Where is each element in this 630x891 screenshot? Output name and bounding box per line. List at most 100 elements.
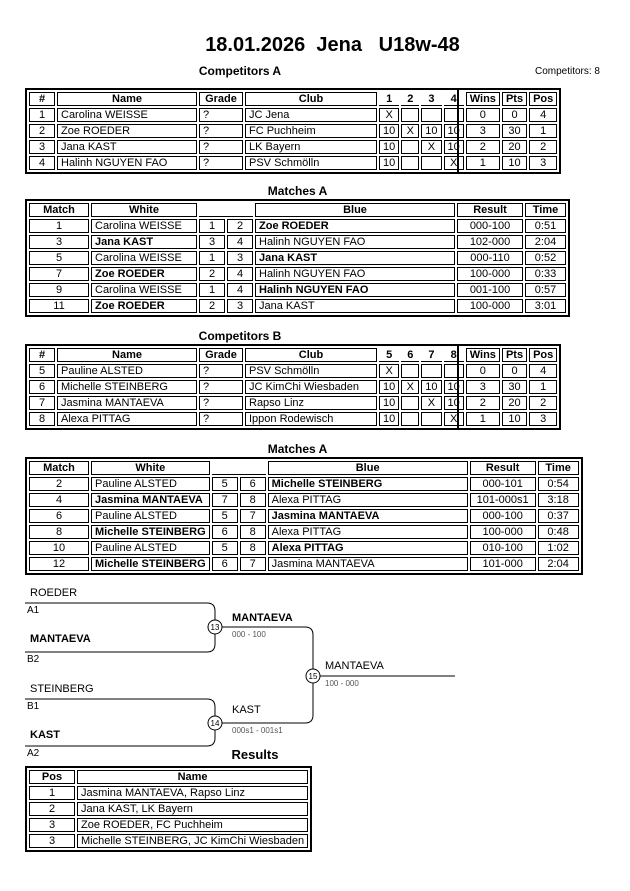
score-cell: 10 bbox=[421, 380, 442, 394]
match-row: 9 Carolina WEISSE 1 4 Halinh NGUYEN FAO … bbox=[29, 283, 566, 297]
result-cell: 100-000 bbox=[469, 525, 536, 539]
col-name: Name bbox=[57, 348, 197, 362]
col-pos: Pos bbox=[29, 770, 75, 784]
wins-separator-line bbox=[457, 344, 459, 430]
wins-cell: 2 bbox=[465, 396, 500, 410]
col-pos: Pos bbox=[529, 348, 558, 362]
name-cell: Jana KAST bbox=[57, 140, 197, 154]
blue-no-cell: 4 bbox=[227, 235, 253, 249]
matches-a-table: Match White Blue Result Time 1 Carolina … bbox=[25, 199, 570, 317]
white-no-cell: 2 bbox=[199, 299, 225, 313]
score-cell bbox=[401, 156, 420, 170]
white-cell: Carolina WEISSE bbox=[91, 219, 197, 233]
col-white: White bbox=[91, 461, 210, 475]
white-no-cell: 1 bbox=[199, 251, 225, 265]
pos-cell: 1 bbox=[529, 380, 558, 394]
pos-cell: 2 bbox=[529, 140, 558, 154]
score-cell: 10 bbox=[379, 412, 400, 426]
competitors-count: Competitors: 8 bbox=[534, 66, 600, 77]
num-cell: 8 bbox=[29, 412, 55, 426]
score-cell bbox=[401, 412, 420, 426]
score-cell: 10 bbox=[379, 380, 400, 394]
wins-cell: 0 bbox=[465, 364, 500, 378]
col-blue: Blue bbox=[267, 461, 468, 475]
pts-cell: 30 bbox=[501, 380, 528, 394]
col-match: Match bbox=[29, 461, 89, 475]
time-cell: 3:01 bbox=[525, 299, 566, 313]
white-no-cell: 1 bbox=[199, 219, 225, 233]
club-cell: JC Jena bbox=[245, 108, 377, 122]
pts-cell: 0 bbox=[501, 108, 528, 122]
pos-cell: 3 bbox=[529, 156, 558, 170]
score-cell: X bbox=[443, 156, 464, 170]
score-cell: X bbox=[379, 364, 400, 378]
col-2: 2 bbox=[401, 92, 420, 106]
match-row: 11 Zoe ROEDER 2 3 Jana KAST 100-000 3:01 bbox=[29, 299, 566, 313]
col-wins: Wins bbox=[465, 92, 500, 106]
grade-cell: ? bbox=[199, 124, 243, 138]
semi1-top-seed: A1 bbox=[27, 605, 40, 616]
blue-cell: Alexa PITTAG bbox=[267, 541, 468, 555]
name-cell: Pauline ALSTED bbox=[57, 364, 197, 378]
pts-cell: 30 bbox=[501, 124, 528, 138]
num-cell: 5 bbox=[29, 364, 55, 378]
match-14-score: 000s1 - 001s1 bbox=[232, 726, 283, 735]
name-cell: Jasmina MANTAEVA bbox=[57, 396, 197, 410]
competitor-row: 8 Alexa PITTAG ? Ippon Rodewisch 10 X 1 … bbox=[29, 412, 558, 426]
result-cell: 101-000 bbox=[469, 557, 536, 571]
num-cell: 1 bbox=[29, 108, 55, 122]
blue-name: Halinh NGUYEN FAO bbox=[259, 284, 369, 296]
name-cell: Michelle STEINBERG bbox=[57, 380, 197, 394]
col-white: White bbox=[91, 203, 197, 217]
bracket-lines: 13 14 15 bbox=[25, 602, 455, 747]
name-cell: Halinh NGUYEN FAO bbox=[57, 156, 197, 170]
competitor-row: 7 Jasmina MANTAEVA ? Rapso Linz 10 X 10 … bbox=[29, 396, 558, 410]
match-no-cell: 8 bbox=[29, 525, 89, 539]
blue-cell: Jana KAST bbox=[255, 251, 455, 265]
header-row: # Name Grade Club 1 2 3 4 Wins Pts Pos bbox=[29, 92, 558, 106]
pos-cell: 4 bbox=[529, 364, 558, 378]
match-15-number: 15 bbox=[309, 672, 318, 681]
blue-cell: Alexa PITTAG bbox=[267, 493, 468, 507]
score-cell bbox=[401, 140, 420, 154]
name-cell: Alexa PITTAG bbox=[57, 412, 197, 426]
col-result: Result bbox=[469, 461, 536, 475]
club-cell: PSV Schmölln bbox=[245, 364, 377, 378]
match-15-score: 100 - 000 bbox=[325, 679, 359, 688]
blue-cell: Alexa PITTAG bbox=[267, 525, 468, 539]
white-cell: Michelle STEINBERG bbox=[91, 557, 210, 571]
pos-cell: 3 bbox=[29, 818, 75, 832]
wins-cell: 1 bbox=[465, 156, 500, 170]
matches-b-table: Match White Blue Result Time 2 Pauline A… bbox=[25, 457, 583, 575]
white-cell: Pauline ALSTED bbox=[91, 541, 210, 555]
blue-no-cell: 6 bbox=[239, 477, 266, 491]
blue-name: Jana KAST bbox=[259, 252, 318, 264]
pts-cell: 10 bbox=[501, 156, 528, 170]
match-no-cell: 1 bbox=[29, 219, 89, 233]
results-table: Pos Name 1 Jasmina MANTAEVA, Rapso Linz … bbox=[25, 766, 313, 852]
col-club: Club bbox=[245, 92, 377, 106]
header-row: # Name Grade Club 5 6 7 8 Wins Pts Pos bbox=[29, 348, 558, 362]
competitors-a-table-wrap: # Name Grade Club 1 2 3 4 Wins Pts Pos 1… bbox=[25, 88, 562, 174]
col-blue: Blue bbox=[255, 203, 455, 217]
grade-cell: ? bbox=[199, 412, 243, 426]
match-no-cell: 9 bbox=[29, 283, 89, 297]
grade-cell: ? bbox=[199, 364, 243, 378]
white-cell: Zoe ROEDER bbox=[91, 267, 197, 281]
blue-name: Alexa PITTAG bbox=[271, 526, 342, 538]
col-numbers bbox=[211, 461, 266, 475]
grade-cell: ? bbox=[199, 396, 243, 410]
num-cell: 4 bbox=[29, 156, 55, 170]
white-name: Jana KAST bbox=[95, 236, 154, 248]
white-name: Jasmina MANTAEVA bbox=[95, 494, 203, 506]
blue-no-cell: 7 bbox=[239, 509, 266, 523]
white-no-cell: 3 bbox=[199, 235, 225, 249]
time-cell: 0:52 bbox=[525, 251, 566, 265]
col-grade: Grade bbox=[199, 92, 243, 106]
score-cell: 10 bbox=[421, 124, 442, 138]
blue-no-cell: 4 bbox=[227, 283, 253, 297]
blue-name: Halinh NGUYEN FAO bbox=[259, 236, 366, 248]
blue-no-cell: 8 bbox=[239, 541, 266, 555]
white-cell: Jasmina MANTAEVA bbox=[91, 493, 210, 507]
col-result: Result bbox=[457, 203, 523, 217]
